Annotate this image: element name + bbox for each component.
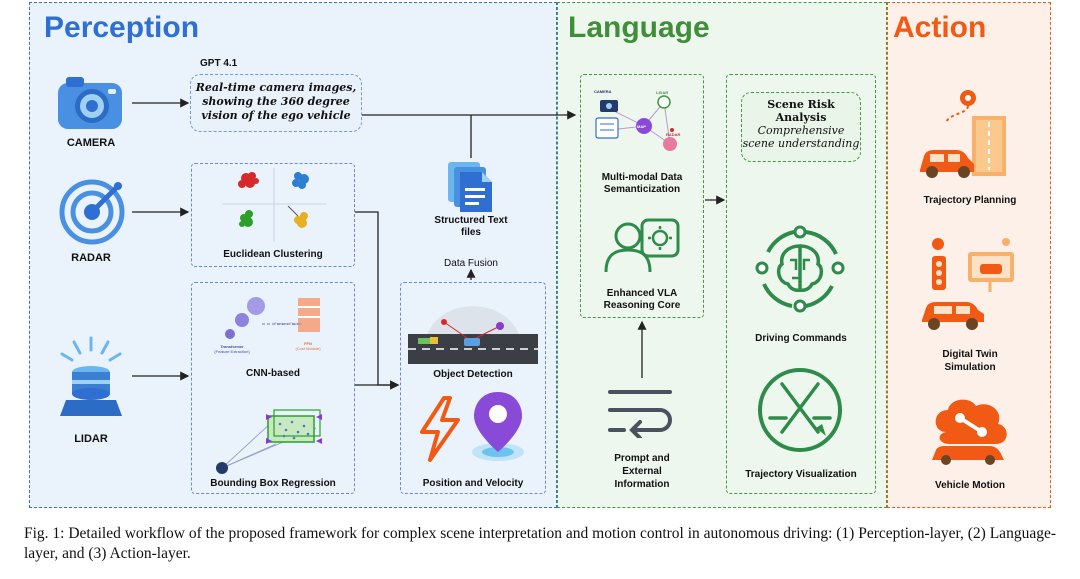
- cnn-box: [191, 282, 355, 494]
- vehicle-motion-icon: [932, 399, 1007, 465]
- clustering-box: [191, 163, 355, 267]
- detection-box: [400, 282, 546, 494]
- structured-label: Structured Text files: [434, 215, 508, 238]
- lightning-icon: [420, 396, 460, 462]
- object-label: Object Detection: [433, 369, 513, 380]
- trajectory-vis-icon: [758, 368, 842, 452]
- bounding-box-icon: [216, 409, 322, 474]
- clustering-label: Euclidean Clustering: [223, 249, 323, 260]
- driving-label: Driving Commands: [755, 333, 847, 344]
- multimodal-network-icon: [595, 95, 677, 151]
- bbox-label: Bounding Box Regression: [210, 478, 336, 489]
- brain-cycle-icon: [755, 225, 845, 313]
- camera-icon: [58, 77, 122, 129]
- risk-bubble: Scene Risk Analysis Comprehensive scene …: [741, 92, 861, 162]
- cnn-label: CNN-based: [246, 368, 300, 379]
- vla-label: Enhanced VLA Reasoning Core: [603, 288, 681, 311]
- language-title: Language: [568, 11, 710, 44]
- cnn-ffn-label: FFN (Cost Module): [295, 341, 321, 351]
- perception-title: Perception: [44, 11, 200, 44]
- fusion-label: Data Fusion: [444, 258, 498, 269]
- camera-bubble: Real-time camera images, showing the 360…: [190, 74, 362, 132]
- semantic-label: Multi-modal Data Semanticization: [601, 172, 683, 195]
- lidar-label: LIDAR: [74, 433, 108, 445]
- position-label: Position and Velocity: [422, 478, 524, 489]
- radar-icon: [59, 179, 125, 245]
- document-stack-icon: [448, 162, 492, 212]
- prompt-label: Prompt and External Information: [614, 453, 670, 490]
- mini-radar-label: RADAR: [666, 132, 681, 137]
- risk-title: Scene Risk Analysis: [767, 98, 835, 124]
- radar-label: RADAR: [71, 252, 111, 264]
- location-pin-icon: [472, 392, 524, 461]
- semantic-box: [580, 74, 704, 318]
- risk-sub: Comprehensive scene understanding: [742, 124, 860, 150]
- cnn-transformer-label: Transformer (Feature Extraction): [214, 344, 250, 354]
- figure-caption: Fig. 1: Detailed workflow of the propose…: [24, 525, 1056, 562]
- camera-label: CAMERA: [66, 137, 116, 149]
- trajectory-planning-icon: [920, 90, 1006, 178]
- mini-map-label: MAP: [637, 124, 646, 129]
- lidar-icon: [60, 336, 122, 416]
- cnn-icon: [225, 297, 320, 339]
- trajectory-planning-label: Trajectory Planning: [923, 195, 1017, 206]
- mini-camera-label: CAMERA: [594, 89, 612, 94]
- vehicle-motion-label: Vehicle Motion: [934, 480, 1005, 491]
- vla-reasoning-icon: [604, 218, 680, 273]
- object-detection-icon: [408, 306, 538, 364]
- prompt-wrap-icon: [608, 390, 672, 438]
- gpt-label: GPT 4.1: [200, 58, 238, 69]
- mini-lidar-label: LIDAR: [656, 90, 669, 95]
- cnn-feature-fusion-label: Feature Fusion: [274, 321, 302, 326]
- trajvis-label: Trajectory Visualization: [745, 469, 857, 480]
- clustering-to-detection: [355, 211, 400, 390]
- digital-twin-icon: [922, 238, 1014, 330]
- clustering-icon: [222, 168, 326, 242]
- digital-twin-label: Digital Twin Simulation: [942, 349, 998, 373]
- action-title: Action: [893, 11, 987, 44]
- reasoning-output-box: [726, 74, 876, 494]
